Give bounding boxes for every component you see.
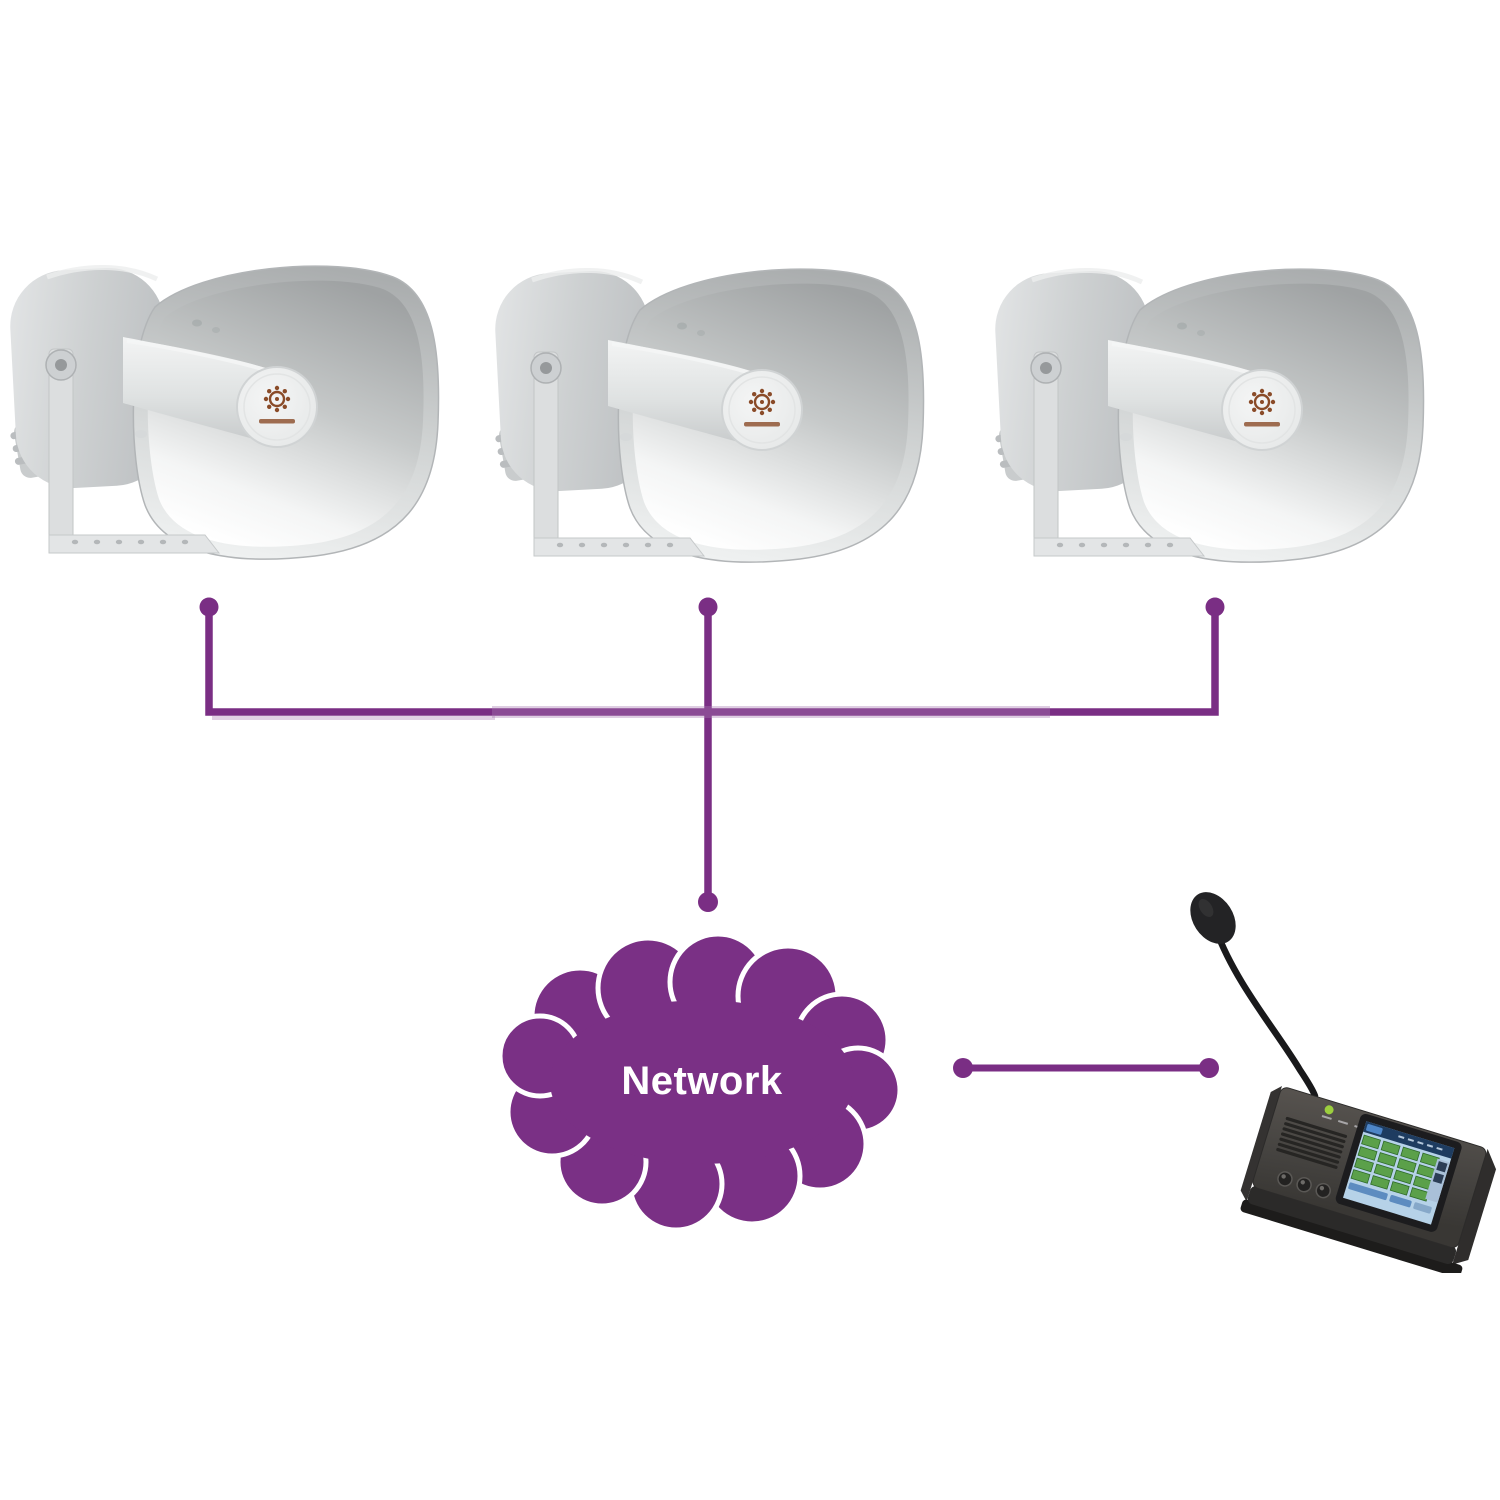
console-buttons bbox=[1277, 1171, 1331, 1199]
screen-bottom-bars bbox=[1348, 1182, 1412, 1208]
speaker-bus-line bbox=[205, 607, 1219, 716]
console-right-face bbox=[1452, 1148, 1497, 1265]
network-label: Network bbox=[621, 1059, 783, 1103]
horn-speaker-3 bbox=[990, 256, 1430, 576]
console-base bbox=[1240, 1199, 1463, 1273]
zone-button-grid bbox=[1350, 1134, 1440, 1202]
touchscreen bbox=[1335, 1113, 1462, 1232]
connection-dots bbox=[199, 597, 1225, 1078]
screen-menu-button bbox=[1366, 1124, 1383, 1135]
bus-highlight bbox=[212, 706, 1050, 720]
speaker-grille-icon bbox=[1276, 1116, 1348, 1169]
horn-speaker-2 bbox=[490, 256, 930, 576]
status-led bbox=[1324, 1105, 1334, 1115]
microphone-icon bbox=[1190, 892, 1319, 1100]
console-front-edge bbox=[1247, 1185, 1456, 1265]
connection-lines bbox=[205, 607, 1219, 1072]
paging-console-node bbox=[1150, 878, 1500, 1273]
console-left-face bbox=[1240, 1086, 1282, 1202]
horn-speaker-1 bbox=[5, 253, 445, 573]
network-cloud-node: Network bbox=[480, 930, 940, 1250]
network-cloud bbox=[497, 931, 903, 1233]
